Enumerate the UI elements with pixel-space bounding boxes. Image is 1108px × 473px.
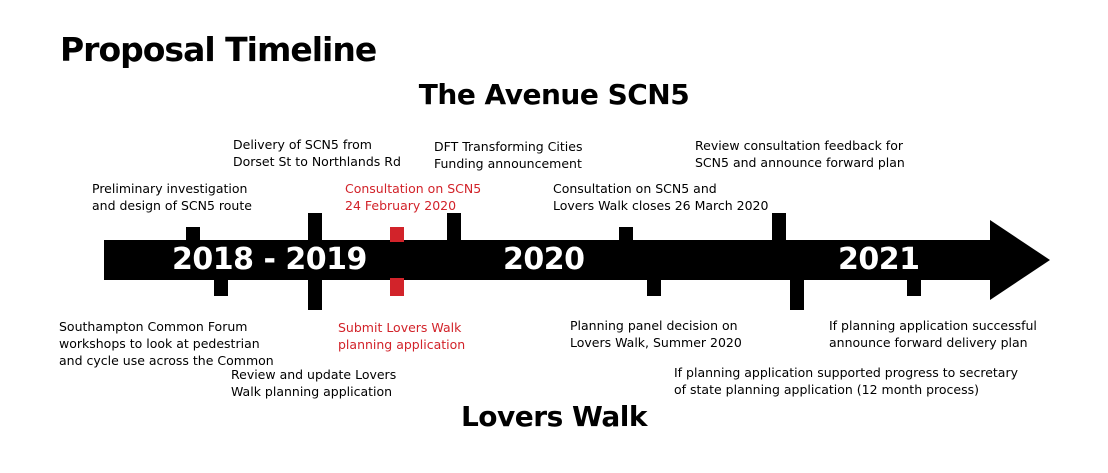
event-common-forum: Southampton Common Forum workshops to lo… — [59, 319, 274, 368]
year-label-2020: 2020 — [503, 242, 585, 277]
event-preliminary-investigation: Preliminary investigation and design of … — [92, 181, 252, 213]
event-review-feedback: Review consultation feedback for SCN5 an… — [695, 138, 905, 170]
section-title-lovers-walk: Lovers Walk — [460, 400, 648, 433]
event-submit-lovers-walk: Submit Lovers Walk planning application — [338, 320, 466, 352]
tick-consultation-closes — [619, 227, 633, 242]
event-consultation-closes: Consultation on SCN5 and Lovers Walk clo… — [553, 181, 769, 213]
timeline-bar — [104, 240, 994, 280]
year-label-2021: 2021 — [838, 242, 920, 277]
tick-delivery-plan — [907, 278, 921, 296]
event-delivery-plan: If planning application successful annou… — [829, 318, 1037, 350]
timeline-arrowhead — [990, 220, 1050, 300]
tick-common-forum — [214, 278, 228, 296]
event-secretary-of-state: If planning application supported progre… — [674, 365, 1018, 397]
tick-delivery-scn5 — [308, 213, 322, 242]
tick-review-lovers-walk — [308, 278, 322, 310]
year-label-2018-2019: 2018 - 2019 — [172, 242, 367, 277]
section-title-scn5: The Avenue SCN5 — [418, 78, 690, 111]
tick-planning-panel — [647, 278, 661, 296]
tick-dft-funding — [447, 213, 461, 242]
tick-review-feedback — [772, 213, 786, 242]
event-review-lovers-walk: Review and update Lovers Walk planning a… — [231, 367, 397, 399]
tick-secretary-of-state — [790, 278, 804, 310]
tick-submit-lovers-walk — [390, 278, 404, 296]
event-planning-panel: Planning panel decision on Lovers Walk, … — [570, 318, 742, 350]
tick-preliminary-investigation — [186, 227, 200, 242]
event-delivery-scn5: Delivery of SCN5 from Dorset St to North… — [233, 137, 401, 169]
tick-consultation-scn5 — [390, 227, 404, 242]
page-title: Proposal Timeline — [60, 30, 377, 69]
event-consultation-scn5: Consultation on SCN5 24 February 2020 — [345, 181, 482, 213]
event-dft-funding: DFT Transforming Cities Funding announce… — [434, 139, 583, 171]
